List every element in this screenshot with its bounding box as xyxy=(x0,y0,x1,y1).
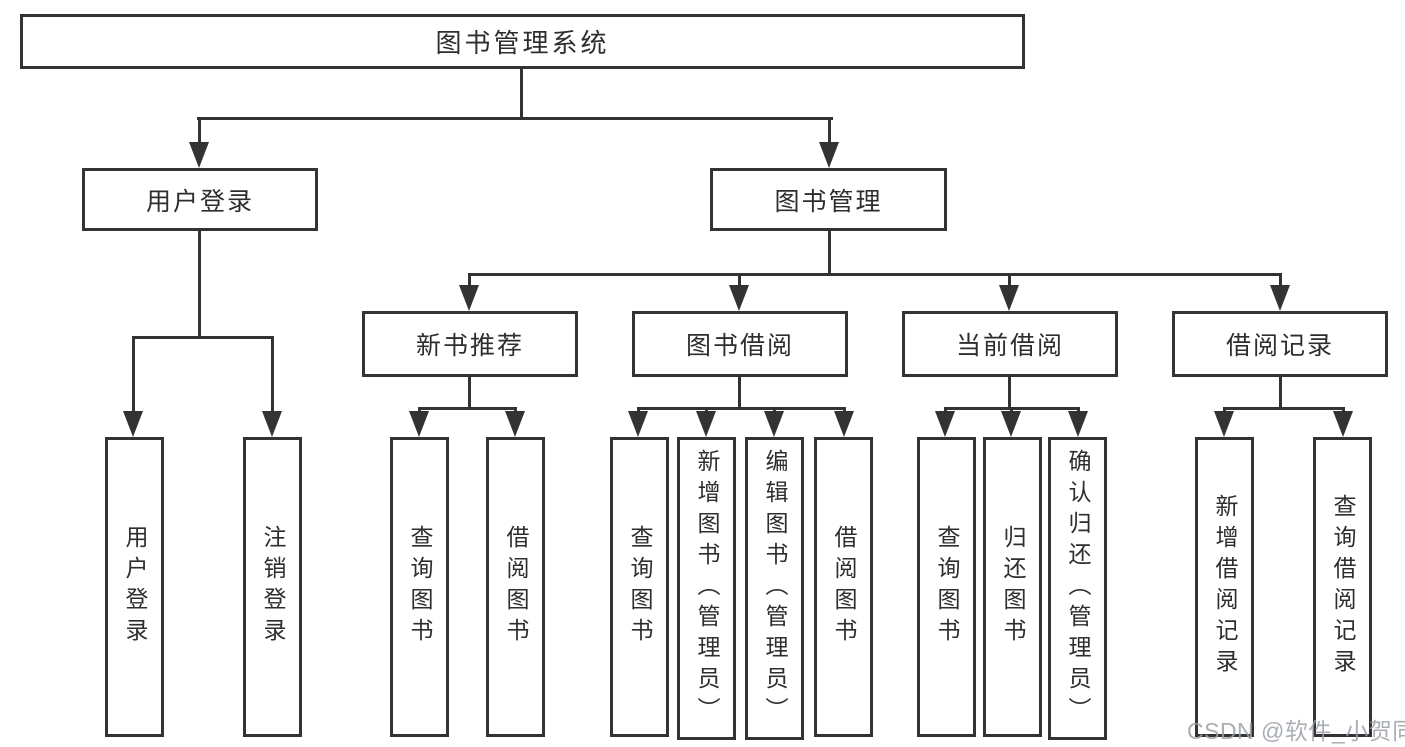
node-book-management-label: 图书管理 xyxy=(774,187,883,216)
leaf-borrow-books-recommend: 借阅图书 xyxy=(486,437,545,737)
connector-user-login-trunk xyxy=(198,231,201,336)
arrow-down-icon xyxy=(1214,411,1234,437)
arrow-down-icon xyxy=(628,411,648,437)
connector-drop-leaf-logout xyxy=(271,336,274,413)
connector-new-book-splitter xyxy=(418,407,517,410)
arrow-down-icon xyxy=(1001,411,1021,437)
node-root-label: 图书管理系统 xyxy=(435,28,610,58)
leaf-label: 注销登录 xyxy=(260,525,286,649)
arrow-down-icon xyxy=(505,411,525,437)
leaf-label: 查询图书 xyxy=(407,525,433,649)
leaf-label: 编辑图书（管理员） xyxy=(762,449,788,728)
connector-book-borrow-splitter xyxy=(637,407,846,410)
connector-new-book-trunk xyxy=(468,377,471,407)
connector-drop-new-book xyxy=(468,273,471,287)
connector-drop-book-mgmt xyxy=(828,117,831,144)
leaf-label: 新增借阅记录 xyxy=(1212,494,1238,680)
connector-root-splitter xyxy=(197,117,833,120)
leaf-query-books: 查询图书 xyxy=(610,437,669,737)
arrow-down-icon xyxy=(764,411,784,437)
node-current-borrow: 当前借阅 xyxy=(902,311,1118,377)
node-borrow-records: 借阅记录 xyxy=(1172,311,1388,377)
arrow-down-icon xyxy=(1068,411,1088,437)
leaf-label: 查询图书 xyxy=(934,525,960,649)
leaf-borrow-books: 借阅图书 xyxy=(814,437,873,737)
arrow-down-icon xyxy=(935,411,955,437)
arrow-down-icon xyxy=(729,285,749,311)
leaf-query-borrow-record: 查询借阅记录 xyxy=(1313,437,1372,737)
arrow-down-icon xyxy=(459,285,479,311)
node-borrow-records-label: 借阅记录 xyxy=(1225,332,1334,360)
arrow-down-icon xyxy=(834,411,854,437)
connector-current-borrow-trunk xyxy=(1008,377,1011,407)
connector-borrow-records-splitter xyxy=(1223,407,1345,410)
leaf-label: 借阅图书 xyxy=(831,525,857,649)
arrow-down-icon xyxy=(1333,411,1353,437)
node-current-borrow-label: 当前借阅 xyxy=(955,332,1064,360)
arrow-down-icon xyxy=(409,411,429,437)
arrow-down-icon xyxy=(189,142,209,168)
connector-user-login-splitter xyxy=(132,336,274,339)
node-user-login-label: 用户登录 xyxy=(145,187,254,216)
leaf-user-login: 用户登录 xyxy=(105,437,164,737)
node-book-management: 图书管理 xyxy=(710,168,947,231)
connector-drop-current-borrow xyxy=(1008,273,1011,287)
connector-book-borrow-trunk xyxy=(738,377,741,407)
connector-drop-leaf-login xyxy=(132,336,135,413)
connector-book-mgmt-trunk xyxy=(828,231,831,273)
node-new-book-recommend-label: 新书推荐 xyxy=(415,332,524,360)
leaf-query-books-recommend: 查询图书 xyxy=(390,437,449,737)
node-root-system: 图书管理系统 xyxy=(20,14,1025,69)
leaf-add-books-admin: 新增图书（管理员） xyxy=(677,437,736,740)
leaf-label: 借阅图书 xyxy=(503,525,529,649)
leaf-label: 新增图书（管理员） xyxy=(694,449,720,728)
connector-borrow-records-trunk xyxy=(1279,377,1282,407)
arrow-down-icon xyxy=(1270,285,1290,311)
connector-root-trunk xyxy=(520,69,523,117)
leaf-label: 查询借阅记录 xyxy=(1330,494,1356,680)
leaf-label: 归还图书 xyxy=(1000,525,1026,649)
leaf-label: 用户登录 xyxy=(122,525,148,649)
leaf-edit-books-admin: 编辑图书（管理员） xyxy=(745,437,804,740)
arrow-down-icon xyxy=(696,411,716,437)
connector-drop-borrow-records xyxy=(1279,273,1282,287)
leaf-return-books: 归还图书 xyxy=(983,437,1042,737)
leaf-label: 查询图书 xyxy=(627,525,653,649)
leaf-add-borrow-record: 新增借阅记录 xyxy=(1195,437,1254,737)
node-book-borrow: 图书借阅 xyxy=(632,311,848,377)
node-user-login: 用户登录 xyxy=(82,168,318,231)
node-new-book-recommend: 新书推荐 xyxy=(362,311,578,377)
arrow-down-icon xyxy=(819,142,839,168)
leaf-confirm-return-admin: 确认归还（管理员） xyxy=(1048,437,1107,740)
arrow-down-icon xyxy=(123,411,143,437)
node-book-borrow-label: 图书借阅 xyxy=(685,332,794,360)
csdn-watermark: CSDN @软件_小贺同学 xyxy=(1187,718,1405,744)
connector-drop-book-borrow xyxy=(738,273,741,287)
leaf-logout: 注销登录 xyxy=(243,437,302,737)
connector-book-mgmt-splitter xyxy=(468,273,1282,276)
arrow-down-icon xyxy=(262,411,282,437)
arrow-down-icon xyxy=(999,285,1019,311)
connector-drop-user-login xyxy=(198,117,201,144)
leaf-query-books-current: 查询图书 xyxy=(917,437,976,737)
leaf-label: 确认归还（管理员） xyxy=(1065,449,1091,728)
